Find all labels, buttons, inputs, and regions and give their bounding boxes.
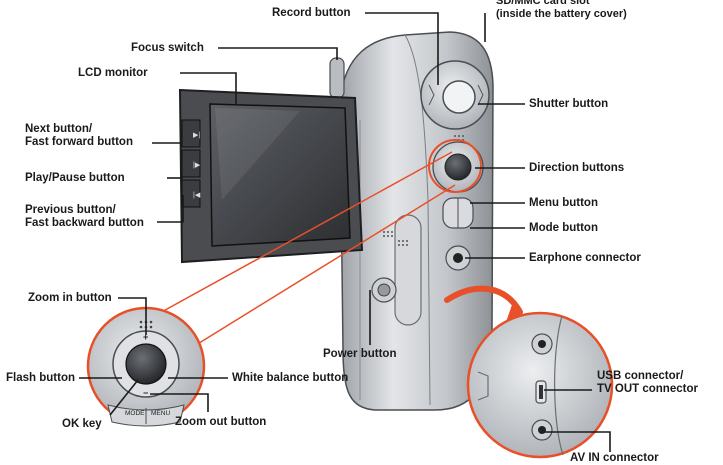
direction-buttons <box>432 141 484 193</box>
focus-switch-label: Focus switch <box>131 42 204 54</box>
usb-connector-label-line1: USB connector/ <box>597 370 684 382</box>
mode-mark: MODE <box>125 410 145 417</box>
mode-button-label: Mode button <box>529 222 598 234</box>
record-button-label: Record button <box>272 7 351 19</box>
menu-mode-buttons <box>442 197 474 229</box>
ok-key <box>125 343 167 385</box>
lcd-monitor: ▶| |▶ |◀ <box>178 88 364 264</box>
previous-button-label: Previous button/ Fast backward button <box>25 204 144 230</box>
menu-button-label: Menu button <box>529 197 598 209</box>
earphone-connector-label: Earphone connector <box>529 252 641 264</box>
av-in-connector-label: AV IN connector <box>570 452 659 464</box>
svg-text:|▶: |▶ <box>193 162 201 169</box>
svg-text:▶|: ▶| <box>193 132 200 139</box>
white-balance-button-label: White balance button <box>232 372 349 384</box>
next-button-label-line2: Fast forward button <box>25 136 133 148</box>
connector-detail-callout <box>444 285 614 459</box>
sd-card-slot-label-line1: SD/MMC card slot <box>496 0 590 7</box>
next-button-label: Next button/ Fast forward button <box>25 123 133 149</box>
focus-switch <box>329 57 345 99</box>
zoom-out-button-label: Zoom out button <box>175 416 267 428</box>
zoom-detail-callout: MODE MENU + − <box>86 139 482 427</box>
power-button-label: Power button <box>323 348 397 360</box>
direction-buttons-label: Direction buttons <box>529 162 625 174</box>
direction-highlight-ring <box>428 139 482 193</box>
sd-card-slot-label: SD/MMC card slot (inside the battery cov… <box>496 0 627 21</box>
plus-mark: + <box>143 332 148 342</box>
usb-connector-label: USB connector/ TV OUT connector <box>597 370 698 396</box>
zoom-in-button-label: Zoom in button <box>28 292 112 304</box>
earphone-connector <box>445 245 471 271</box>
ok-key-label: OK key <box>62 418 102 430</box>
previous-button-label-line2: Fast backward button <box>25 217 144 229</box>
svg-text:|◀: |◀ <box>193 192 201 199</box>
shutter-button-label: Shutter button <box>529 98 609 110</box>
leader-lines <box>79 12 611 452</box>
play-pause-button-label: Play/Pause button <box>25 172 125 184</box>
sd-card-slot-label-line2: (inside the battery cover) <box>496 8 627 20</box>
next-button-label-line1: Next button/ <box>25 123 93 135</box>
power-button <box>371 277 397 303</box>
usb-connector-label-line2: TV OUT connector <box>597 383 698 395</box>
lcd-monitor-label: LCD monitor <box>78 67 148 79</box>
previous-button-label-line1: Previous button/ <box>25 204 116 216</box>
menu-mark: MENU <box>151 410 170 417</box>
minus-mark: − <box>143 388 148 398</box>
shutter-button-cluster <box>420 60 490 130</box>
flash-button-label: Flash button <box>6 372 75 384</box>
